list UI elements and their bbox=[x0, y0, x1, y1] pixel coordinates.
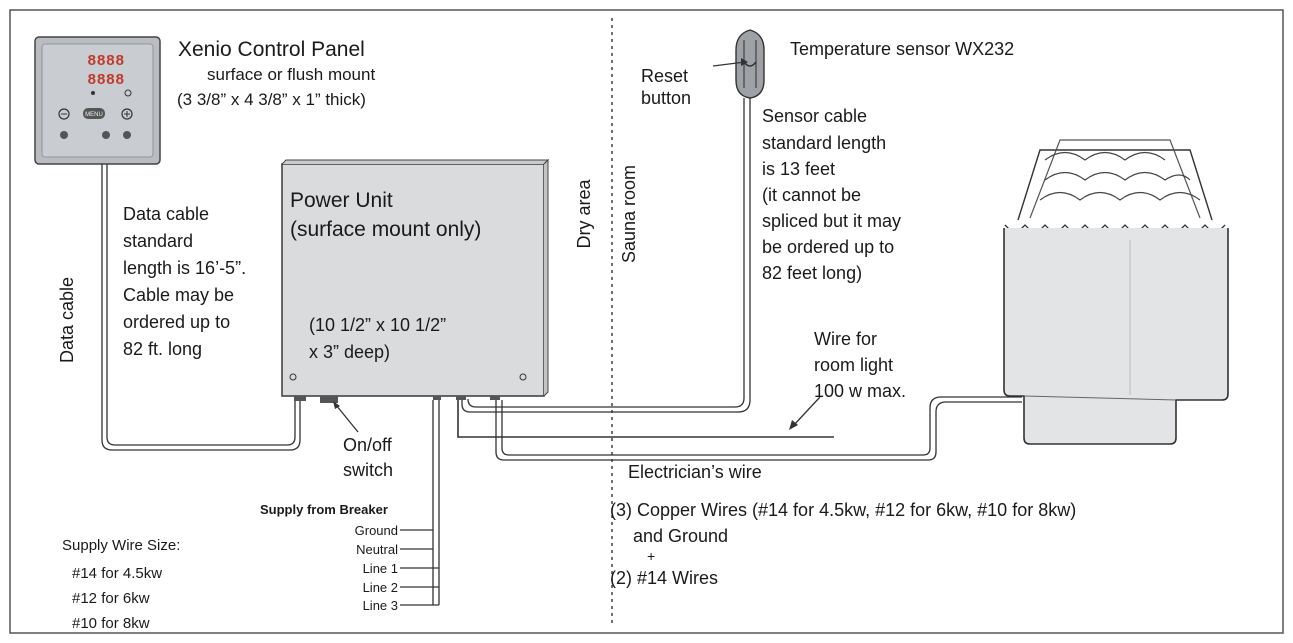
temperature-sensor bbox=[735, 29, 765, 99]
reset-label-1: Reset bbox=[641, 66, 688, 86]
data-cable-note-line: 82 ft. long bbox=[123, 339, 202, 359]
heater-rod bbox=[1029, 139, 1201, 219]
switch-label-2: switch bbox=[343, 460, 393, 480]
sensor-note: Sensor cable standard length is 13 feet … bbox=[762, 106, 901, 283]
display-bottom: 8888 bbox=[88, 71, 125, 88]
electrician-wire-inner bbox=[501, 396, 1022, 456]
control-panel: 8888 8888 MENU bbox=[34, 36, 161, 165]
power-unit-side-edge bbox=[543, 158, 549, 397]
data-cable-note-line: ordered up to bbox=[123, 312, 230, 332]
data-cable-wire-inner bbox=[106, 164, 296, 446]
data-cable-label: Data cable bbox=[57, 277, 77, 363]
sauna-heater-illustration bbox=[1003, 139, 1229, 445]
sensor-cable-inner bbox=[467, 98, 745, 408]
sensor-note-line: be ordered up to bbox=[762, 237, 894, 257]
power-unit-size-1: (10 1/2” x 10 1/2” bbox=[309, 315, 446, 335]
sauna-room-label: Sauna room bbox=[619, 165, 639, 263]
room-light-wire bbox=[457, 400, 834, 438]
reset-label-2: button bbox=[641, 88, 691, 108]
supply-title: Supply from Breaker bbox=[260, 502, 388, 517]
minus-button bbox=[58, 108, 70, 120]
supply-wires bbox=[400, 400, 440, 606]
sensor-note-line: 82 feet long) bbox=[762, 263, 862, 283]
heater-element bbox=[1044, 171, 1191, 181]
light-arrow bbox=[792, 396, 821, 427]
heater-element bbox=[1039, 191, 1201, 201]
wire-size-title: Supply Wire Size: bbox=[62, 537, 180, 554]
screw-left-icon bbox=[289, 373, 297, 381]
sensor-note-line: (it cannot be bbox=[762, 185, 861, 205]
arrow-head-icon bbox=[333, 401, 340, 409]
switch-arrow bbox=[335, 404, 359, 433]
electrician-plus: + bbox=[647, 548, 655, 564]
power-unit: Power Unit (surface mount only) (10 1/2”… bbox=[281, 158, 550, 403]
light-icon bbox=[102, 131, 110, 139]
power-unit-mount: (surface mount only) bbox=[290, 218, 481, 241]
heater-element bbox=[1044, 151, 1166, 161]
sensor-note-line: is 13 feet bbox=[762, 159, 835, 179]
wire-size-item: #14 for 4.5kw bbox=[72, 565, 162, 582]
supply-line: Ground bbox=[355, 523, 398, 538]
thermometer-icon bbox=[91, 91, 95, 95]
supply-line: Line 3 bbox=[363, 598, 398, 613]
menu-button-label: MENU bbox=[85, 112, 103, 118]
light-wire-line: Wire for bbox=[814, 329, 877, 349]
data-cable-note-line: Data cable bbox=[123, 204, 209, 224]
control-panel-face bbox=[41, 43, 154, 158]
menu-button bbox=[83, 108, 105, 119]
data-cable-note-line: Cable may be bbox=[123, 285, 234, 305]
control-panel-mount: surface or flush mount bbox=[207, 65, 375, 84]
arrow-head-icon bbox=[741, 58, 748, 66]
data-cable-note-line: length is 16’-5”. bbox=[123, 258, 246, 278]
clock-icon bbox=[124, 89, 132, 97]
heater-rod bbox=[1017, 149, 1213, 221]
plus-button bbox=[121, 108, 133, 120]
reset-arrow bbox=[712, 61, 746, 67]
dry-area-label: Dry area bbox=[574, 179, 594, 249]
wire-size-item: #12 for 6kw bbox=[72, 590, 150, 607]
power-unit-top-edge bbox=[281, 159, 550, 165]
electrician-line-1: (3) Copper Wires (#14 for 4.5kw, #12 for… bbox=[610, 500, 1076, 520]
sensor-body bbox=[735, 29, 765, 99]
connector bbox=[456, 396, 466, 400]
sensor-title: Temperature sensor WX232 bbox=[790, 39, 1014, 59]
supply-line: Neutral bbox=[356, 542, 398, 557]
light-wire-line: room light bbox=[814, 355, 893, 375]
sensor-note-line: spliced but it may bbox=[762, 211, 901, 231]
screw-right-icon bbox=[519, 373, 527, 381]
control-panel-size: (3 3/8” x 4 3/8” x 1” thick) bbox=[177, 90, 366, 109]
connector bbox=[490, 396, 500, 400]
electrician-line-2: and Ground bbox=[633, 526, 728, 546]
supply-line: Line 2 bbox=[363, 580, 398, 595]
heater-body bbox=[1003, 228, 1229, 445]
data-cable-note: Data cable standard length is 16’-5”. Ca… bbox=[123, 204, 246, 359]
control-panel-title: Xenio Control Panel bbox=[178, 38, 365, 61]
switch-label-1: On/off bbox=[343, 435, 393, 455]
diagram-frame bbox=[9, 9, 1284, 634]
fan-icon bbox=[123, 131, 131, 139]
electrician-title: Electrician’s wire bbox=[628, 462, 762, 482]
arrow-head-icon bbox=[789, 420, 798, 430]
connector bbox=[294, 396, 306, 401]
sensor-note-line: Sensor cable bbox=[762, 106, 867, 126]
sensor-cable bbox=[461, 98, 751, 413]
supply-line: Line 1 bbox=[363, 561, 398, 576]
power-unit-body bbox=[281, 163, 545, 397]
on-off-switch bbox=[320, 396, 338, 403]
power-unit-size-2: x 3” deep) bbox=[309, 342, 390, 362]
connector bbox=[433, 396, 441, 400]
data-cable-wire bbox=[101, 164, 301, 451]
display-top: 8888 bbox=[88, 52, 125, 69]
data-cable-note-line: standard bbox=[123, 231, 193, 251]
wire-size-item: #10 for 8kw bbox=[72, 615, 150, 632]
light-wire-line: 100 w max. bbox=[814, 381, 906, 401]
electrician-wire bbox=[495, 400, 1022, 461]
power-icon bbox=[60, 131, 68, 139]
sensor-note-line: standard length bbox=[762, 133, 886, 153]
power-unit-title: Power Unit bbox=[290, 189, 393, 212]
electrician-line-3: (2) #14 Wires bbox=[610, 568, 718, 588]
heater-base-line bbox=[1023, 395, 1177, 401]
